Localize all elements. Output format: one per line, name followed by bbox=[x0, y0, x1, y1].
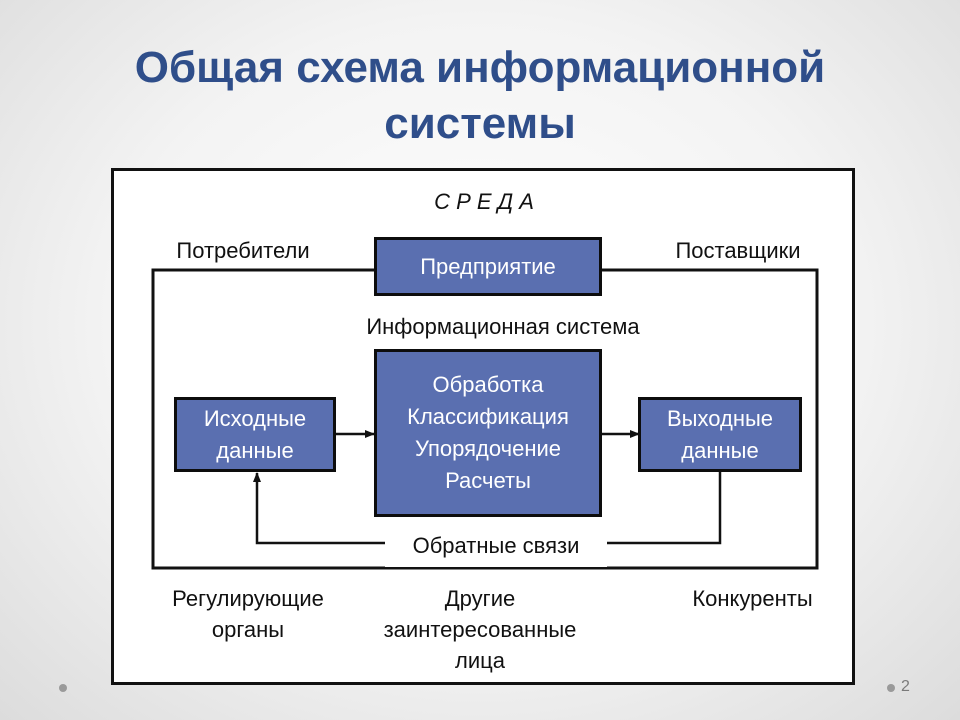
environment-label: С Р Е Д А bbox=[434, 189, 534, 214]
other-stakeholders-line2: заинтересованные bbox=[383, 617, 577, 642]
right-page-dot bbox=[887, 684, 895, 692]
enterprise-label: Предприятие bbox=[420, 253, 556, 279]
consumers-label: Потребители bbox=[176, 238, 310, 263]
regulators-line1: Регулирующие bbox=[172, 586, 324, 611]
page-number: 2 bbox=[901, 678, 910, 695]
input-data-box: Исходные данные bbox=[174, 397, 336, 472]
output-data-line1: Выходные bbox=[666, 405, 774, 431]
feedback-label: Обратные связи bbox=[385, 525, 607, 567]
regulators-label: Регулирующие органы bbox=[148, 583, 348, 645]
processing-line4: Расчеты bbox=[445, 468, 531, 493]
output-data-box: Выходные данные bbox=[638, 397, 802, 472]
enterprise-box: Предприятие bbox=[374, 237, 602, 296]
input-data-line1: Исходные bbox=[203, 405, 307, 431]
processing-line3: Упорядочение bbox=[415, 436, 561, 461]
output-data-line2: данные bbox=[681, 437, 759, 463]
other-stakeholders-label: Другие заинтересованные лица bbox=[355, 583, 605, 676]
slide-title: Общая схема информационной системы bbox=[0, 40, 960, 152]
other-stakeholders-line1: Другие bbox=[444, 586, 516, 611]
suppliers-label: Поставщики bbox=[675, 238, 801, 263]
left-page-dot bbox=[59, 684, 67, 692]
information-system-label: Информационная система bbox=[366, 314, 640, 339]
processing-line1: Обработка bbox=[432, 372, 544, 397]
competitors-label: Конкуренты bbox=[692, 586, 813, 611]
other-stakeholders-line3: лица bbox=[455, 648, 505, 673]
slide-title-line1: Общая схема информационной bbox=[134, 43, 826, 92]
input-data-line2: данные bbox=[216, 437, 294, 463]
processing-line2: Классификация bbox=[407, 404, 569, 429]
regulators-line2: органы bbox=[211, 617, 285, 642]
processing-box: Обработка Классификация Упорядочение Рас… bbox=[374, 349, 602, 517]
slide-title-line2: системы bbox=[384, 99, 576, 148]
